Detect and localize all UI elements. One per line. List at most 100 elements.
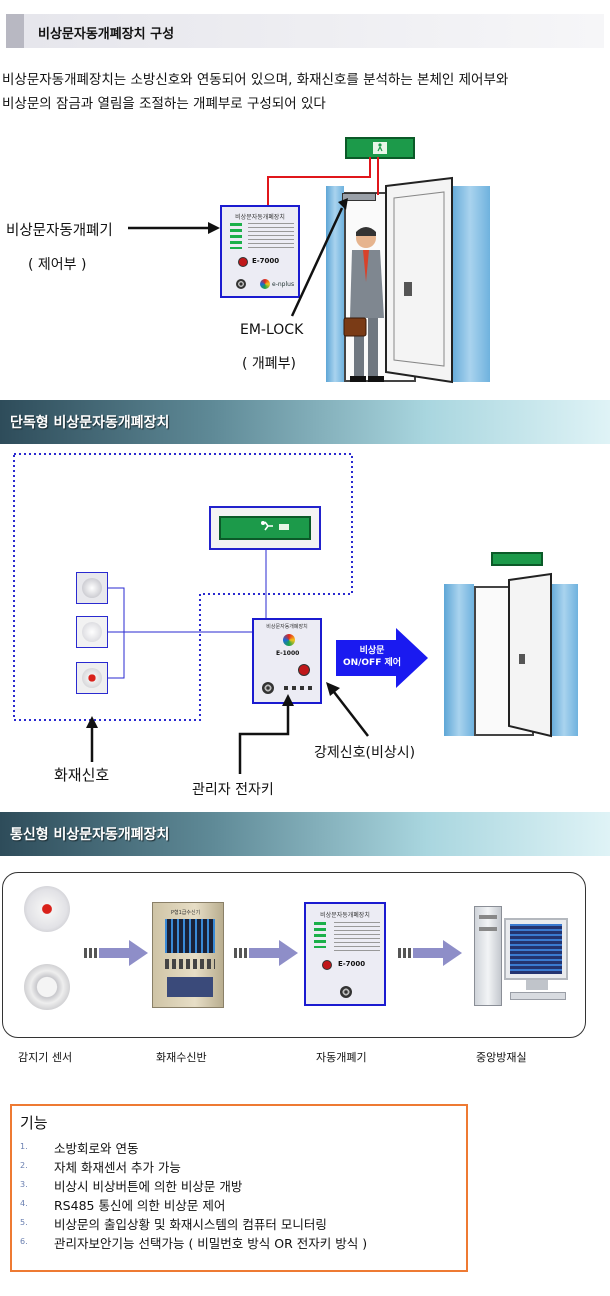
receiver-panel-plate xyxy=(167,977,213,997)
label-auto-door: 자동개폐기 xyxy=(316,1051,367,1064)
panel-logo-icon xyxy=(283,634,295,646)
panel-indicator-list xyxy=(230,223,242,249)
features-list: 1.소방회로와 연동 2.자체 화재센서 추가 가능 3.비상시 비상버튼에 의… xyxy=(20,1138,367,1252)
pc-monitor xyxy=(504,918,568,980)
list-item: 2.자체 화재센서 추가 가능 xyxy=(20,1160,181,1175)
arrow-force-signal xyxy=(326,682,369,737)
exit-runner-icon xyxy=(261,521,289,531)
receiver-buttons xyxy=(165,959,215,969)
receiver-display xyxy=(165,919,215,953)
label-controller: 비상문자동개폐기 xyxy=(6,223,113,239)
arrow-text-line-2: ON/OFF 제어 xyxy=(342,658,402,668)
label-emlock: EM-LOCK xyxy=(240,322,304,338)
panel-model-label: E-1000 xyxy=(276,650,300,657)
sensor-detector-bottom xyxy=(24,964,70,1010)
smoke-detector-2 xyxy=(76,616,108,648)
list-item: 3.비상시 비상버튼에 의한 비상문 개방 xyxy=(20,1179,243,1194)
panel-indicator-list xyxy=(314,922,326,948)
label-controller-sub: ( 제어부 ) xyxy=(28,257,87,273)
exit-sign-face xyxy=(219,516,311,540)
exit-sign-top xyxy=(345,137,415,159)
panel-speaker xyxy=(262,682,274,694)
panel-text-block xyxy=(248,223,294,251)
arrow-admin-key xyxy=(238,694,294,774)
panel-speaker xyxy=(236,279,246,289)
flow-arrow-1 xyxy=(84,940,148,966)
list-item: 4.RS485 통신에 의한 비상문 제어 xyxy=(20,1198,226,1213)
label-force-signal: 강제신호(비상시) xyxy=(314,745,416,761)
section1-intro: 비상문자동개폐장치는 소방신호와 연동되어 있으며, 화재신호를 분석하는 본체… xyxy=(2,68,608,116)
label-admin-key: 관리자 전자키 xyxy=(192,782,274,798)
list-item: 6.관리자보안기능 선택가능 ( 비밀번호 방식 OR 전자키 방식 ) xyxy=(20,1236,368,1251)
section3-title: 통신형 비상문자동개폐장치 xyxy=(10,827,170,843)
intro-line-1: 비상문자동개폐장치는 소방신호와 연동되어 있으며, 화재신호를 분석하는 본체… xyxy=(2,72,509,88)
line-exit-to-panel xyxy=(265,550,267,618)
open-door-leaf xyxy=(385,176,453,384)
section1-title: 비상문자동개폐장치 구성 xyxy=(38,27,175,42)
panel-red-button xyxy=(298,664,310,676)
label-receiver: 화재수신반 xyxy=(156,1051,207,1064)
monitor-screen xyxy=(510,924,562,974)
pc-drive-bay xyxy=(479,915,497,919)
panel-speaker xyxy=(340,986,352,998)
list-item: 5.비상문의 출입상황 및 화재시스템의 컴퓨터 모니터링 xyxy=(20,1217,327,1232)
panel-model-label: E-7000 xyxy=(252,257,280,265)
keyboard xyxy=(510,992,566,1000)
standalone-boundary xyxy=(13,453,353,721)
arrow-text-line-1: 비상문 xyxy=(359,646,385,656)
label-control-room: 중앙방재실 xyxy=(476,1051,527,1064)
pc-drive-bay xyxy=(479,927,497,931)
section3-header: 통신형 비상문자동개폐장치 xyxy=(0,812,610,856)
heat-detector-3 xyxy=(76,662,108,694)
wall-right-2 xyxy=(550,584,578,736)
panel-red-button xyxy=(322,960,332,970)
panel-text-block xyxy=(334,922,380,952)
fire-receiver-cabinet: P형1급수신기 xyxy=(152,902,224,1008)
detector-dome-icon xyxy=(82,622,102,642)
em-lock-device xyxy=(342,193,376,201)
monitor-stand xyxy=(526,980,548,990)
smoke-detector-1 xyxy=(76,572,108,604)
panel-red-button xyxy=(238,257,248,267)
exit-sign-door-2 xyxy=(491,552,543,566)
open-door-leaf-2 xyxy=(508,572,552,738)
section2-header: 단독형 비상문자동개폐장치 xyxy=(0,400,610,444)
wall-left-2 xyxy=(444,584,474,736)
flow-arrow-2 xyxy=(234,940,298,966)
features-box: 기능 1.소방회로와 연동 2.자체 화재센서 추가 가능 3.비상시 비상버튼… xyxy=(10,1104,468,1272)
panel-title: 비상문자동개폐장치 xyxy=(266,624,308,630)
receiver-title: P형1급수신기 xyxy=(171,910,201,916)
intro-line-2: 비상문의 잠금과 열림을 조절하는 개폐부로 구성되어 있다 xyxy=(2,96,326,112)
panel-brand-label: e-nplus xyxy=(272,281,295,288)
panel-key-slots xyxy=(284,686,314,690)
detector-red-icon xyxy=(82,668,102,688)
businessman-figure xyxy=(343,227,384,382)
sensor-wiring xyxy=(108,587,254,679)
on-off-control-arrow xyxy=(336,628,428,688)
flow-arrow-3 xyxy=(398,940,462,966)
panel-model-label: E-7000 xyxy=(338,960,366,968)
pc-tower xyxy=(474,906,502,1006)
exit-runner-icon xyxy=(373,142,387,154)
red-wiring xyxy=(267,157,379,209)
label-fire-signal: 화재신호 xyxy=(54,766,110,784)
exit-sign-standalone xyxy=(209,506,321,550)
panel-title: 비상문자동개폐장치 xyxy=(235,214,285,221)
features-title: 기능 xyxy=(20,1114,48,1132)
panel-title: 비상문자동개폐장치 xyxy=(320,912,370,919)
auto-door-panel-e7000: 비상문자동개폐장치 E-7000 xyxy=(304,902,386,1006)
section1-header: 비상문자동개폐장치 구성 xyxy=(6,14,604,48)
section2-title: 단독형 비상문자동개폐장치 xyxy=(10,415,170,431)
arrow-fire-signal xyxy=(86,716,98,762)
on-off-arrow-text: 비상문 ON/OFF 제어 xyxy=(338,645,406,669)
label-sensor: 감지기 센서 xyxy=(18,1051,73,1064)
arrow-to-controller xyxy=(128,222,220,234)
controller-panel-e7000: 비상문자동개폐장치 E-7000 e-nplus xyxy=(220,205,300,298)
list-item: 1.소방회로와 연동 xyxy=(20,1141,139,1156)
wall-right xyxy=(450,186,490,382)
arrow-to-emlock xyxy=(290,198,348,317)
controller-panel-e1000: 비상문자동개폐장치 E-1000 xyxy=(252,618,322,704)
detector-dome-icon xyxy=(82,578,102,598)
sensor-detector-top xyxy=(24,886,70,932)
label-emlock-sub: ( 개폐부) xyxy=(242,356,297,372)
